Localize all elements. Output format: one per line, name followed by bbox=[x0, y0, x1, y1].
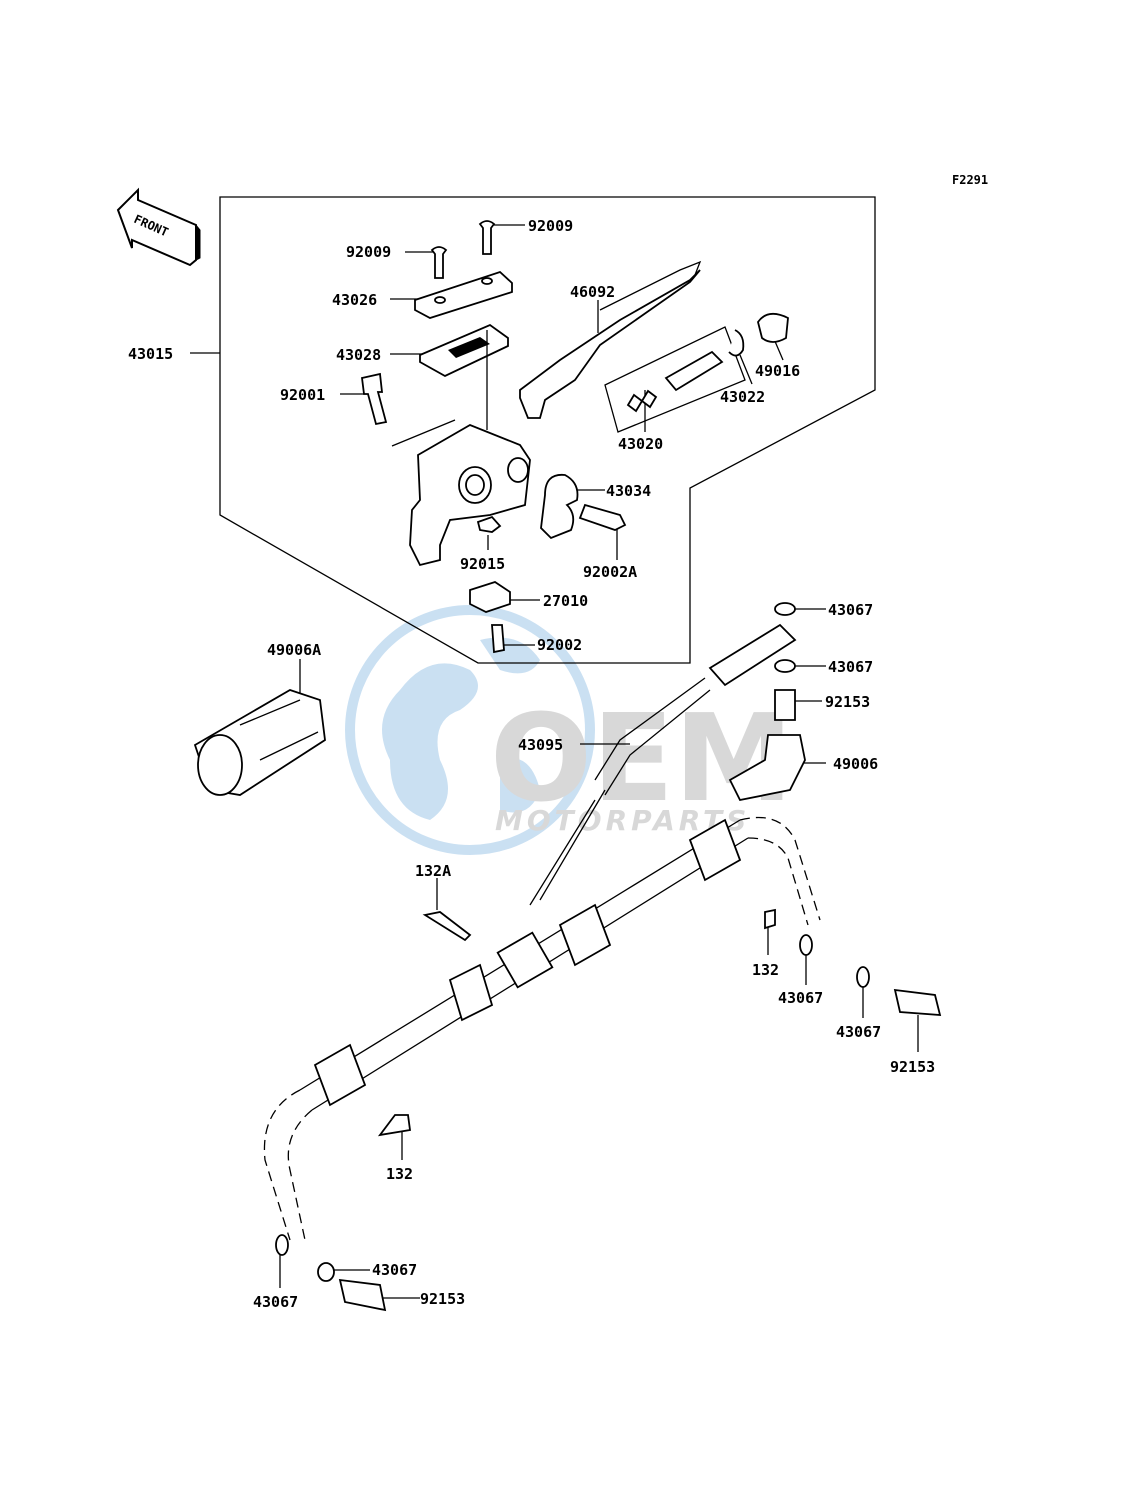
brake-switch-27010 bbox=[469, 581, 511, 613]
label-49016: 49016 bbox=[755, 362, 800, 380]
label-92009-left: 92009 bbox=[346, 243, 391, 261]
watermark-brand: OEM bbox=[490, 690, 793, 829]
circlip-43022 bbox=[728, 329, 745, 357]
reservoir-cap-43026 bbox=[414, 270, 513, 319]
label-92001: 92001 bbox=[280, 386, 325, 404]
label-92002A: 92002A bbox=[583, 563, 637, 581]
part-labels: 92009 92009 43026 46092 43015 43028 4901… bbox=[128, 217, 935, 1311]
label-43067-e: 43067 bbox=[372, 1261, 417, 1279]
label-43022: 43022 bbox=[720, 388, 765, 406]
label-43028: 43028 bbox=[336, 346, 381, 364]
label-43034: 43034 bbox=[606, 482, 651, 500]
label-43020: 43020 bbox=[618, 435, 663, 453]
screw-92009-right bbox=[478, 220, 496, 255]
label-132-a: 132 bbox=[752, 961, 779, 979]
label-92153-b: 92153 bbox=[890, 1058, 935, 1076]
label-43015: 43015 bbox=[128, 345, 173, 363]
boot-49016 bbox=[757, 312, 789, 343]
clamp-43034 bbox=[540, 473, 579, 540]
label-43067-a: 43067 bbox=[828, 601, 873, 619]
watermark-globe bbox=[345, 605, 595, 855]
front-arrow: FRONT bbox=[116, 187, 201, 267]
switch-screw-92002 bbox=[491, 624, 505, 654]
label-43067-b: 43067 bbox=[828, 658, 873, 676]
brake-lines-lower bbox=[263, 816, 942, 1312]
watermark: OEM MOTORPARTS bbox=[345, 605, 793, 855]
nut-92015 bbox=[476, 515, 502, 533]
label-43067-f: 43067 bbox=[253, 1293, 298, 1311]
master-cylinder-group bbox=[361, 220, 789, 654]
label-43067-d: 43067 bbox=[836, 1023, 881, 1041]
label-92009-top: 92009 bbox=[528, 217, 573, 235]
screw-92009-left bbox=[430, 246, 448, 279]
label-27010: 27010 bbox=[543, 592, 588, 610]
label-43067-c: 43067 bbox=[778, 989, 823, 1007]
piston bbox=[664, 350, 724, 392]
label-132A: 132A bbox=[415, 862, 451, 880]
label-43026: 43026 bbox=[332, 291, 377, 309]
assembly-outline bbox=[219, 196, 876, 664]
label-92002: 92002 bbox=[537, 636, 582, 654]
label-49006: 49006 bbox=[833, 755, 878, 773]
brake-lever-46092 bbox=[519, 269, 701, 419]
label-49006A: 49006A bbox=[267, 641, 321, 659]
clamp-bolt-92002A bbox=[578, 503, 627, 531]
reservoir-49006A bbox=[193, 689, 326, 796]
piston-kit-frame-43020 bbox=[604, 326, 746, 433]
pivot-bolt-92001 bbox=[361, 372, 388, 426]
label-132-b: 132 bbox=[386, 1165, 413, 1183]
spring bbox=[626, 389, 658, 413]
label-92153-c: 92153 bbox=[420, 1290, 465, 1308]
label-46092: 46092 bbox=[570, 283, 615, 301]
label-92015: 92015 bbox=[460, 555, 505, 573]
hose-fittings-right bbox=[529, 602, 806, 906]
diagram-code: F2291 bbox=[952, 173, 988, 187]
label-92153-a: 92153 bbox=[825, 693, 870, 711]
watermark-continents bbox=[382, 637, 540, 820]
label-43095: 43095 bbox=[518, 736, 563, 754]
